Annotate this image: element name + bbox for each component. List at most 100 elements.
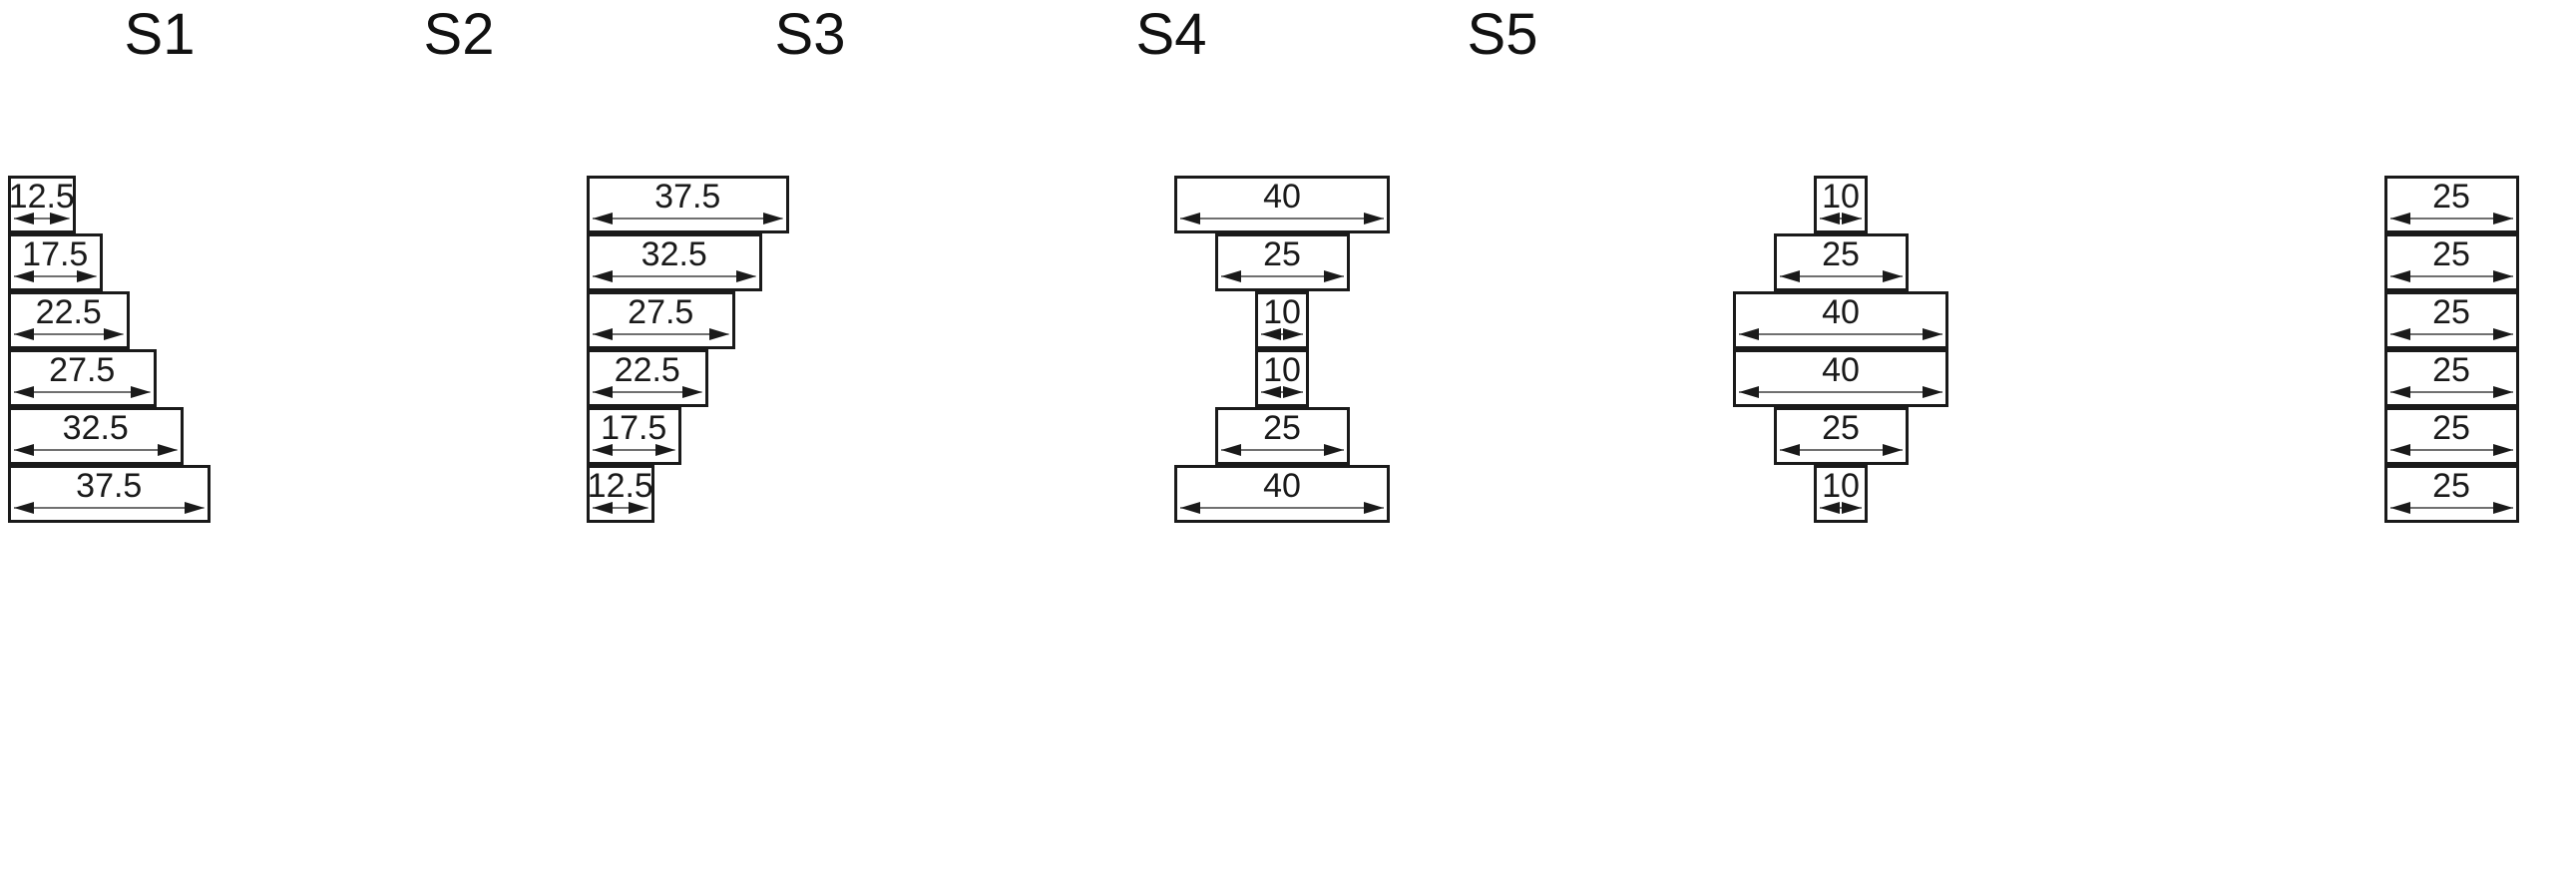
arrow-head-left-icon <box>2389 213 2410 224</box>
arrow-head-right-icon <box>2492 328 2513 340</box>
stack-row: 25 <box>2335 176 2568 233</box>
arrow-head-left-icon <box>1739 386 1759 398</box>
stack-row: 25 <box>2335 349 2568 407</box>
dimension-box <box>2383 407 2519 465</box>
arrow-head-left-icon <box>1261 328 1281 340</box>
arrow-head-right-icon <box>1364 502 1384 514</box>
arrow-head-right-icon <box>1323 270 1344 282</box>
dimension-box <box>2383 291 2519 349</box>
dimension-box <box>1814 176 1868 233</box>
stack-row: 22.5 <box>587 349 818 407</box>
arrow-head-right-icon <box>130 386 151 398</box>
arrow-head-right-icon <box>157 444 178 456</box>
dimension-box <box>2383 176 2519 233</box>
dimension-box <box>1773 233 1909 291</box>
stack-row: 10 <box>1157 291 1407 349</box>
stack-row: 27.5 <box>8 349 239 407</box>
arrow-head-left-icon <box>14 386 34 398</box>
arrow-head-left-icon <box>593 502 613 514</box>
column-header-s2: S2 <box>423 2 495 67</box>
arrow-head-right-icon <box>184 502 205 514</box>
arrow-head-right-icon <box>2492 270 2513 282</box>
column-header-s4: S4 <box>1135 2 1207 67</box>
arrow-head-right-icon <box>762 213 783 224</box>
arrow-head-left-icon <box>14 502 34 514</box>
arrow-head-right-icon <box>681 386 702 398</box>
stack-row: 25 <box>2335 465 2568 523</box>
arrow-head-right-icon <box>1283 328 1303 340</box>
stack-row: 32.5 <box>587 233 818 291</box>
stack-row: 40 <box>1716 349 1965 407</box>
arrow-head-left-icon <box>1220 270 1241 282</box>
stack-row: 25 <box>1716 233 1965 291</box>
stack-row: 40 <box>1716 291 1965 349</box>
stack-row: 40 <box>1157 176 1407 233</box>
column-header-s5: S5 <box>1467 2 1538 67</box>
arrow-head-left-icon <box>1220 444 1241 456</box>
dimension-box <box>587 291 735 349</box>
arrow-head-left-icon <box>2389 328 2410 340</box>
arrow-head-left-icon <box>1820 213 1840 224</box>
stack-row: 37.5 <box>8 465 239 523</box>
arrow-head-left-icon <box>593 386 613 398</box>
arrow-head-right-icon <box>2492 444 2513 456</box>
stack-row: 37.5 <box>587 176 818 233</box>
dimension-box <box>587 407 681 465</box>
arrow-head-left-icon <box>1261 386 1281 398</box>
arrow-head-right-icon <box>2492 386 2513 398</box>
dimension-box <box>2383 349 2519 407</box>
stack-row: 25 <box>1157 407 1407 465</box>
arrow-head-right-icon <box>103 328 124 340</box>
arrow-head-right-icon <box>1882 270 1903 282</box>
arrow-head-left-icon <box>1739 328 1759 340</box>
dimension-box <box>1174 176 1390 233</box>
dimension-box <box>2383 465 2519 523</box>
dimension-box <box>2383 233 2519 291</box>
stack-row: 17.5 <box>8 233 239 291</box>
dimension-box <box>587 465 654 523</box>
arrow-head-right-icon <box>1323 444 1344 456</box>
dimension-box <box>1733 349 1948 407</box>
stack-row: 25 <box>1716 407 1965 465</box>
stack-row: 12.5 <box>587 465 818 523</box>
arrow-head-left-icon <box>2389 386 2410 398</box>
arrow-head-left-icon <box>2389 444 2410 456</box>
stack-row: 40 <box>1157 465 1407 523</box>
stack-row: 25 <box>2335 407 2568 465</box>
arrow-head-left-icon <box>1180 502 1200 514</box>
arrow-head-right-icon <box>76 270 97 282</box>
dimension-box <box>8 349 157 407</box>
dimension-box <box>587 176 789 233</box>
stack-row: 10 <box>1157 349 1407 407</box>
stack-row: 27.5 <box>587 291 818 349</box>
stack-row: 25 <box>1157 233 1407 291</box>
dimension-box <box>587 349 708 407</box>
dimension-box <box>1255 349 1309 407</box>
dimension-box <box>8 176 76 233</box>
arrow-head-left-icon <box>14 328 34 340</box>
dimension-box <box>1174 465 1390 523</box>
arrow-head-right-icon <box>735 270 756 282</box>
arrow-head-left-icon <box>14 270 34 282</box>
arrow-head-right-icon <box>1283 386 1303 398</box>
arrow-head-left-icon <box>14 444 34 456</box>
dimension-box <box>8 233 103 291</box>
arrow-head-right-icon <box>2492 213 2513 224</box>
dimension-box <box>8 407 184 465</box>
arrow-head-left-icon <box>593 444 613 456</box>
arrow-head-left-icon <box>2389 502 2410 514</box>
arrow-head-right-icon <box>2492 502 2513 514</box>
dimension-box <box>1214 407 1350 465</box>
arrow-head-left-icon <box>593 213 613 224</box>
arrow-head-right-icon <box>654 444 675 456</box>
arrow-head-right-icon <box>1923 328 1942 340</box>
stack-row: 12.5 <box>8 176 239 233</box>
arrow-head-right-icon <box>1882 444 1903 456</box>
dimension-box <box>8 465 211 523</box>
arrow-head-left-icon <box>1779 270 1800 282</box>
